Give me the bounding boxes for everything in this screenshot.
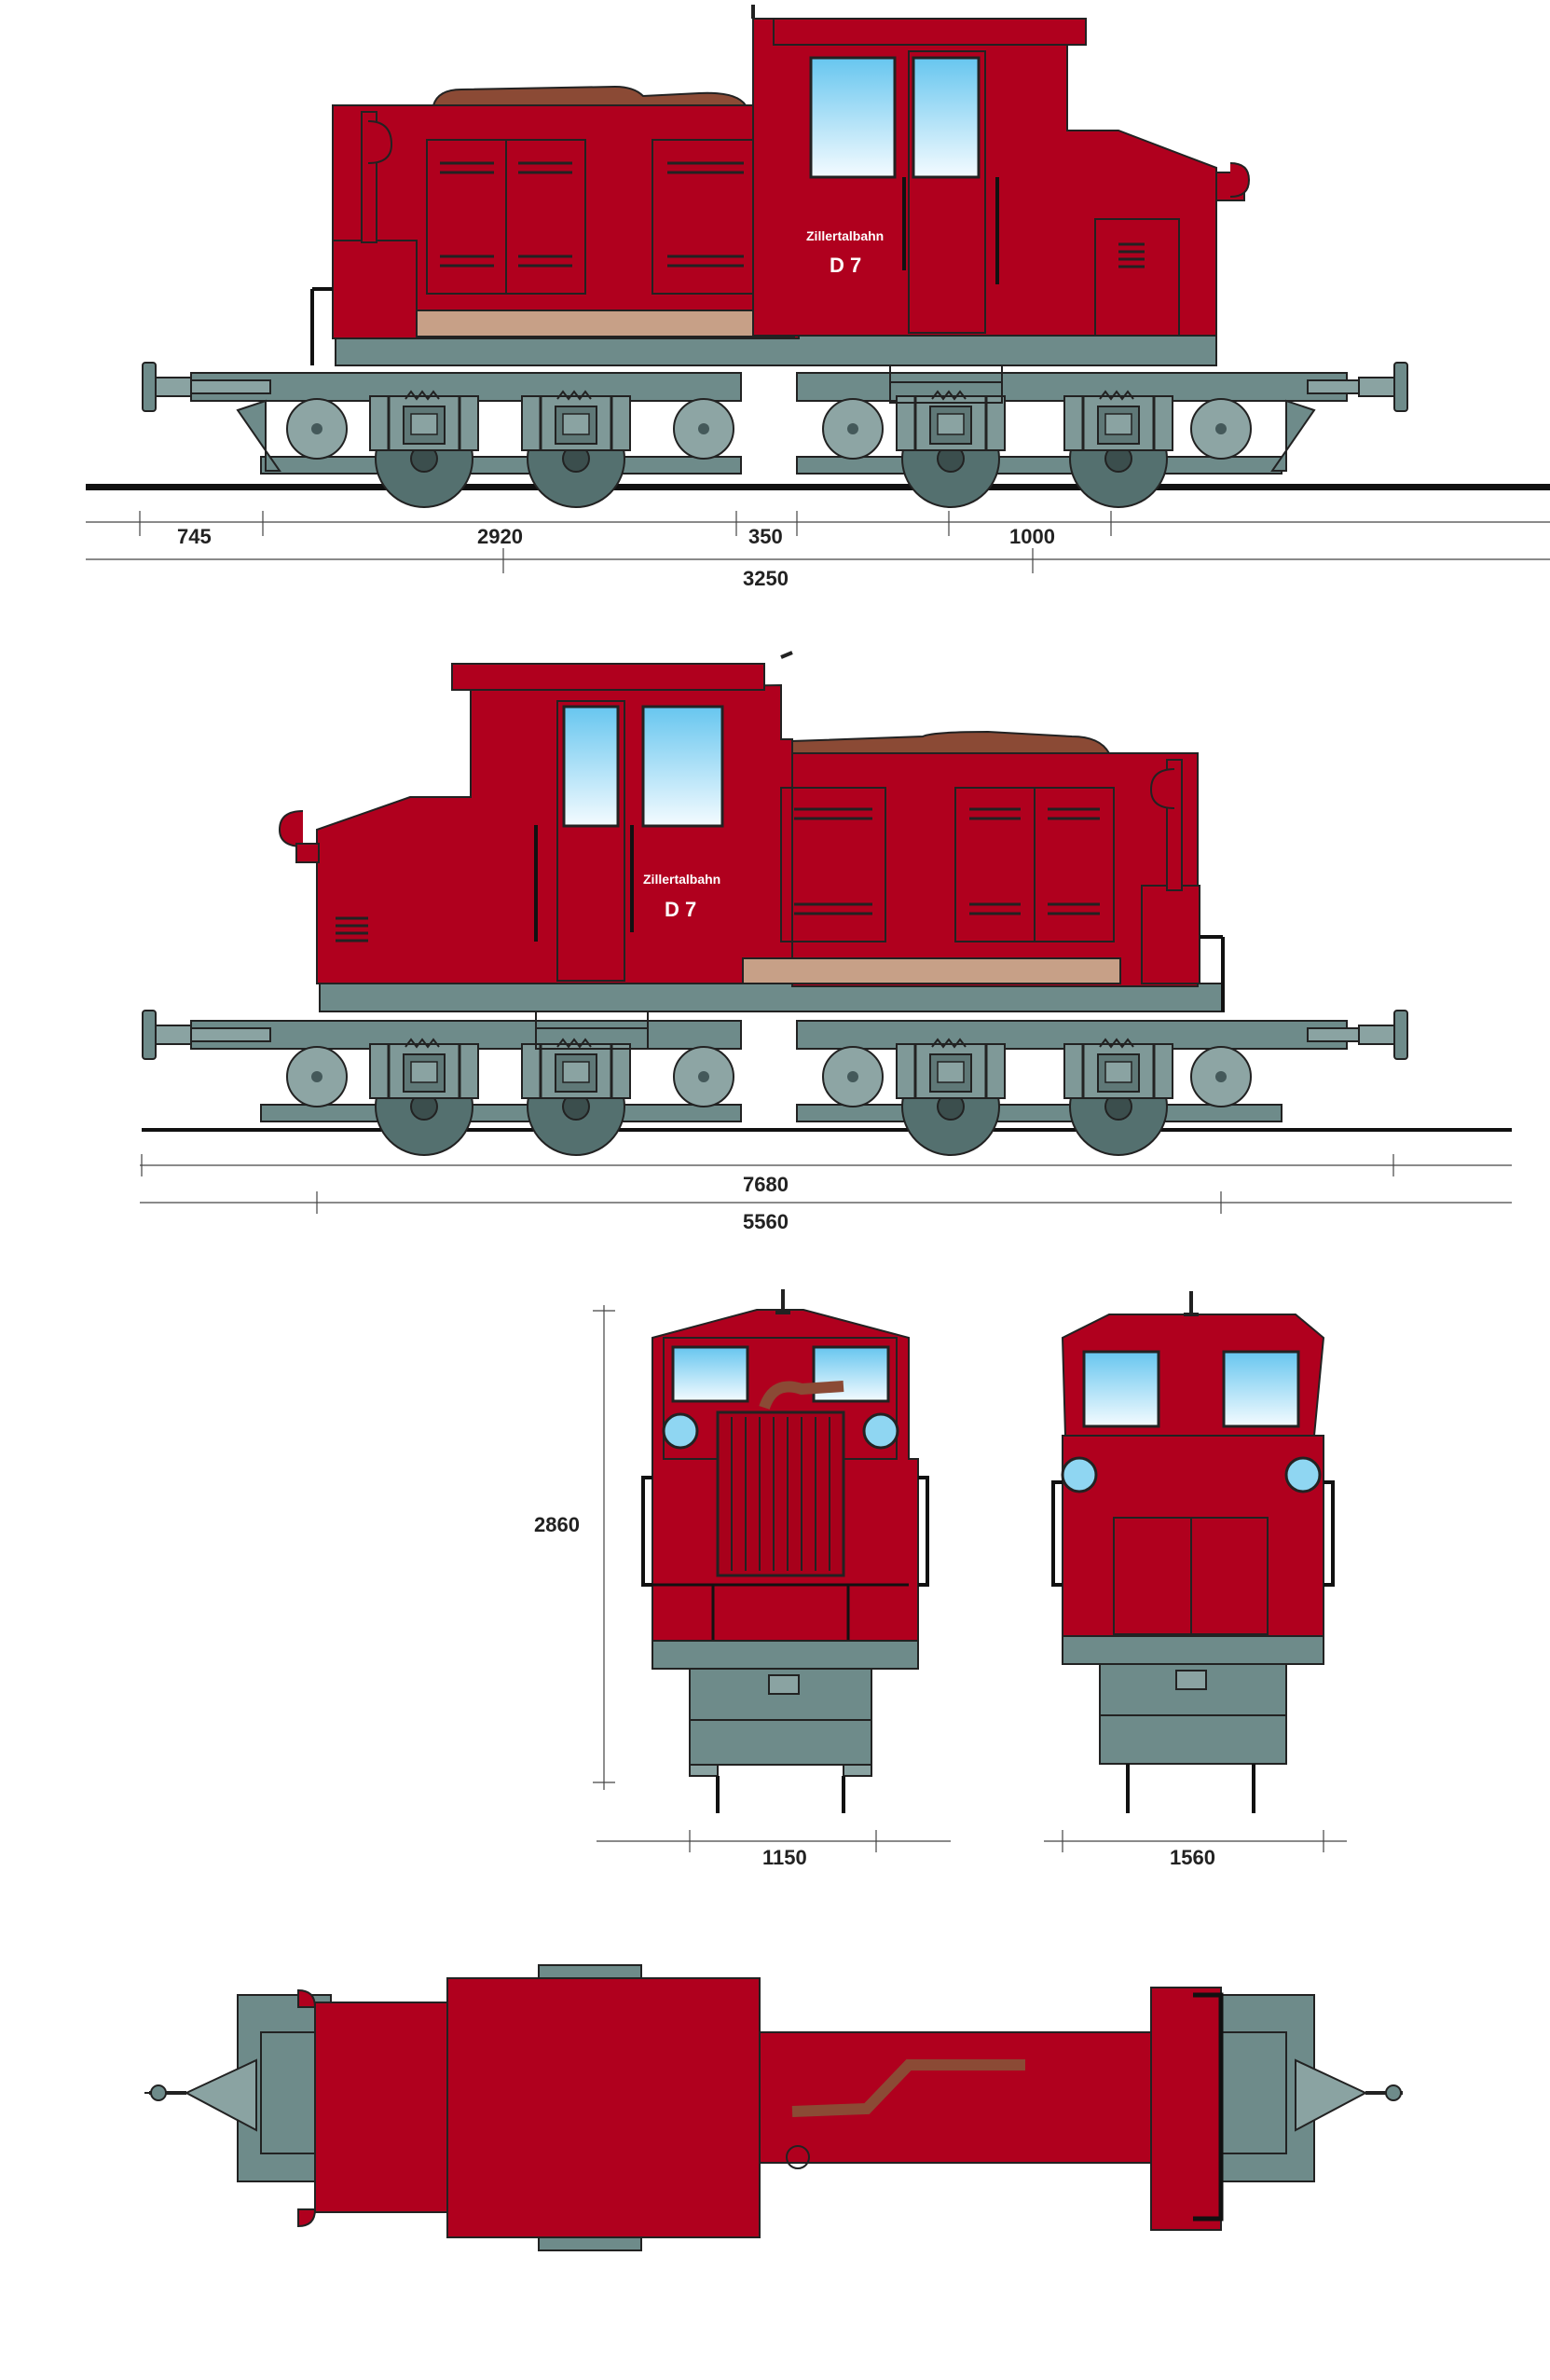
- front-handrail-right: [918, 1476, 929, 1587]
- livery-operator-a: Zillertalbahn: [806, 228, 884, 243]
- headlamp-icon: [1061, 1456, 1098, 1493]
- height-dimension: [593, 1305, 615, 1790]
- front-handrail-left: [641, 1476, 652, 1587]
- cab-side-hatch-a: [1094, 218, 1180, 337]
- side-view-b: Zillertalbahn D 7: [140, 651, 1512, 1233]
- dim-2920: 2920: [477, 525, 523, 548]
- coupler-icon: [1307, 1010, 1408, 1060]
- headlamp-icon: [297, 1988, 317, 2228]
- dimension-lines-b: [140, 1154, 1512, 1214]
- front-view: 2860 1150: [534, 1289, 951, 1869]
- handrail-b: [1200, 935, 1225, 1011]
- whistle-b: [780, 651, 793, 659]
- rear-frame: [1062, 1635, 1324, 1665]
- roof-cushion-a: [432, 85, 748, 106]
- headlamp-icon: [1149, 759, 1183, 891]
- dim-350: 350: [748, 525, 783, 548]
- side-view-a: Zillertalbahn D 7 745 2920 350 1000 3250: [86, 5, 1550, 590]
- rear-body: [1062, 1435, 1324, 1637]
- body-base-a: [335, 335, 1217, 366]
- livery-number-a: D 7: [830, 254, 861, 277]
- cab-door-a: [908, 50, 986, 334]
- coupler-icon: [142, 362, 271, 412]
- top-filler-cap: [786, 2145, 810, 2169]
- grille-bars: [731, 1417, 830, 1571]
- front-lower-frame: [689, 1719, 872, 1766]
- dim-3250: 3250: [743, 567, 789, 590]
- rear-windows: [1082, 1350, 1300, 1428]
- radiator-grille: [716, 1410, 845, 1577]
- skirt-a: [416, 310, 795, 337]
- cab-door-b: [556, 700, 625, 982]
- headlamp-icon: [862, 1412, 899, 1450]
- top-hood: [759, 2031, 1166, 2164]
- livery-operator-b: Zillertalbahn: [643, 872, 720, 887]
- headlamp-icon: [361, 111, 393, 243]
- rail-b: [142, 1128, 1512, 1132]
- dim-2860: 2860: [534, 1513, 580, 1536]
- hood-lower-b: [1141, 885, 1200, 984]
- front-axlebox: [843, 1764, 872, 1777]
- cab-roof-a: [773, 18, 1087, 46]
- rear-lower-frame: [1099, 1714, 1287, 1765]
- cab-steps-b: [535, 1011, 649, 1050]
- coupler-icon: [1295, 2058, 1403, 2132]
- top-exhaust: [791, 2059, 1025, 2117]
- front-axlebox: [689, 1764, 719, 1777]
- engine-hood-b: [791, 752, 1199, 987]
- headlamp-icon: [1215, 162, 1251, 201]
- handrail-a: [310, 287, 333, 365]
- cab-roof-b: [451, 663, 765, 691]
- front-width-dimension: [597, 1830, 951, 1852]
- dim-745: 745: [177, 525, 212, 548]
- whistle-rear: [1184, 1291, 1199, 1316]
- whistle-front: [775, 1289, 790, 1314]
- headlamp-icon: [278, 810, 320, 863]
- coupler-icon: [142, 1010, 271, 1060]
- hood-doors-a: [426, 139, 758, 295]
- top-view: [144, 1964, 1403, 2251]
- top-cab-roof: [446, 1977, 761, 2238]
- rear-width-dimension: [1044, 1830, 1347, 1852]
- cab-windows-a: [809, 56, 981, 179]
- rear-view: 1560: [1044, 1291, 1347, 1869]
- rear-coupler-box: [1175, 1670, 1207, 1690]
- cab-louvres-b: [336, 916, 368, 942]
- roof-cushion-b: [791, 730, 1111, 754]
- dim-5560: 5560: [743, 1210, 789, 1233]
- top-handrail: [1193, 1992, 1224, 2222]
- front-coupler-box: [768, 1674, 800, 1695]
- wheelset-b: [286, 1038, 1252, 1157]
- hood-doors-b: [780, 787, 1115, 942]
- hatch-louvres-a: [1118, 242, 1145, 268]
- top-cab-end: [314, 2002, 448, 2213]
- body-base-b: [319, 983, 1225, 1012]
- dim-1560: 1560: [1170, 1846, 1215, 1869]
- coupler-icon: [1307, 362, 1408, 412]
- cab-steps-a: [889, 365, 1003, 404]
- headlamp-icon: [662, 1412, 699, 1450]
- front-frame: [652, 1640, 919, 1670]
- rail-a: [86, 484, 1550, 490]
- top-hood-end: [1150, 1987, 1222, 2231]
- skirt-b: [742, 957, 1121, 984]
- rear-handrail-left: [1051, 1480, 1063, 1587]
- dim-1150: 1150: [762, 1846, 807, 1869]
- dimension-lines-a: [86, 511, 1550, 573]
- dim-7680: 7680: [743, 1173, 789, 1196]
- rear-handrail-right: [1324, 1480, 1335, 1587]
- dim-1000: 1000: [1009, 525, 1055, 548]
- coupler-icon: [149, 2058, 257, 2132]
- livery-number-b: D 7: [665, 898, 696, 921]
- exhaust-pipe-front: [759, 1381, 844, 1410]
- cab-windows-b: [562, 705, 724, 828]
- hood-lower-a: [332, 240, 418, 339]
- headlamp-icon: [1284, 1456, 1322, 1493]
